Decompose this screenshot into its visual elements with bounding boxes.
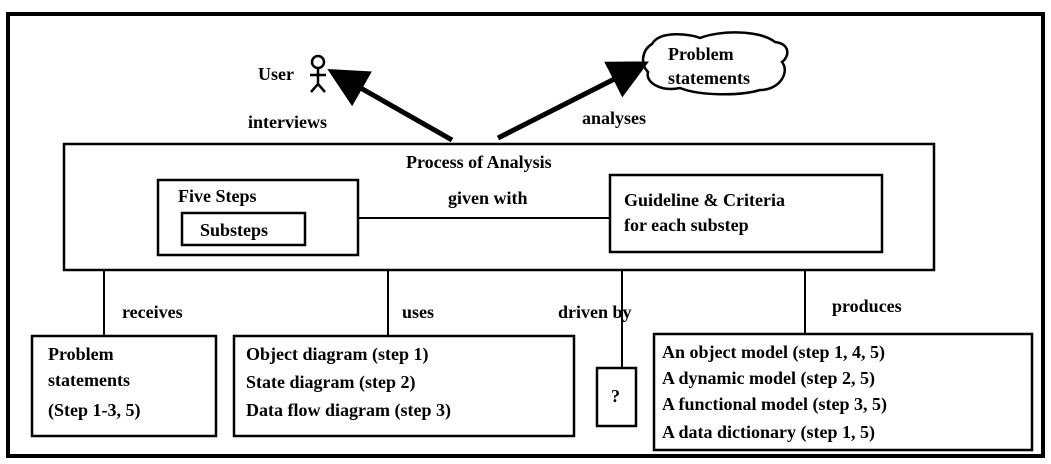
output-line-2: A dynamic model (step 2, 5) — [662, 368, 875, 389]
diagram-line-3: Data flow diagram (step 3) — [246, 400, 451, 421]
diagrams-box — [232, 334, 576, 438]
substeps-box — [180, 211, 307, 247]
problem-cloud-line-1: Problem — [668, 44, 734, 64]
edge-label-driven-by: driven by — [558, 302, 632, 322]
edge-label-receives: receives — [122, 302, 183, 322]
diagram-line-2: State diagram (step 2) — [246, 372, 415, 393]
interviews-arrow — [327, 69, 454, 143]
guideline-line-1: Guideline & Criteria — [624, 190, 785, 210]
question-mark-label: ? — [611, 386, 620, 406]
guideline-criteria-box — [608, 173, 884, 254]
analyses-arrow — [496, 61, 649, 141]
user-label: User — [258, 64, 294, 84]
substeps-label: Substeps — [200, 220, 268, 240]
female-user-icon — [310, 54, 326, 93]
output-line-3: A functional model (step 3, 5) — [662, 394, 887, 415]
problem-cloud-line-2: statements — [668, 68, 750, 88]
unknown-driver-box — [595, 366, 638, 428]
edge-label-analyses: analyses — [582, 108, 646, 128]
problem-statements-input-box — [30, 334, 218, 438]
input-line-2: statements — [48, 370, 130, 390]
input-line-3: (Step 1-3, 5) — [48, 400, 141, 421]
outputs-box — [652, 332, 1034, 452]
output-line-1: An object model (step 1, 4, 5) — [662, 342, 885, 363]
outer-frame — [6, 12, 1045, 458]
output-line-4: A data dictionary (step 1, 5) — [662, 422, 875, 443]
input-line-1: Problem — [48, 344, 114, 364]
edge-label-uses: uses — [402, 302, 434, 322]
edge-label-produces: produces — [832, 296, 902, 316]
given-with-label: given with — [448, 188, 528, 208]
guideline-line-2: for each substep — [624, 215, 749, 235]
five-steps-label: Five Steps — [178, 186, 257, 206]
edge-label-interviews: interviews — [248, 112, 327, 132]
process-title: Process of Analysis — [406, 152, 552, 172]
diagram-line-1: Object diagram (step 1) — [246, 344, 428, 365]
